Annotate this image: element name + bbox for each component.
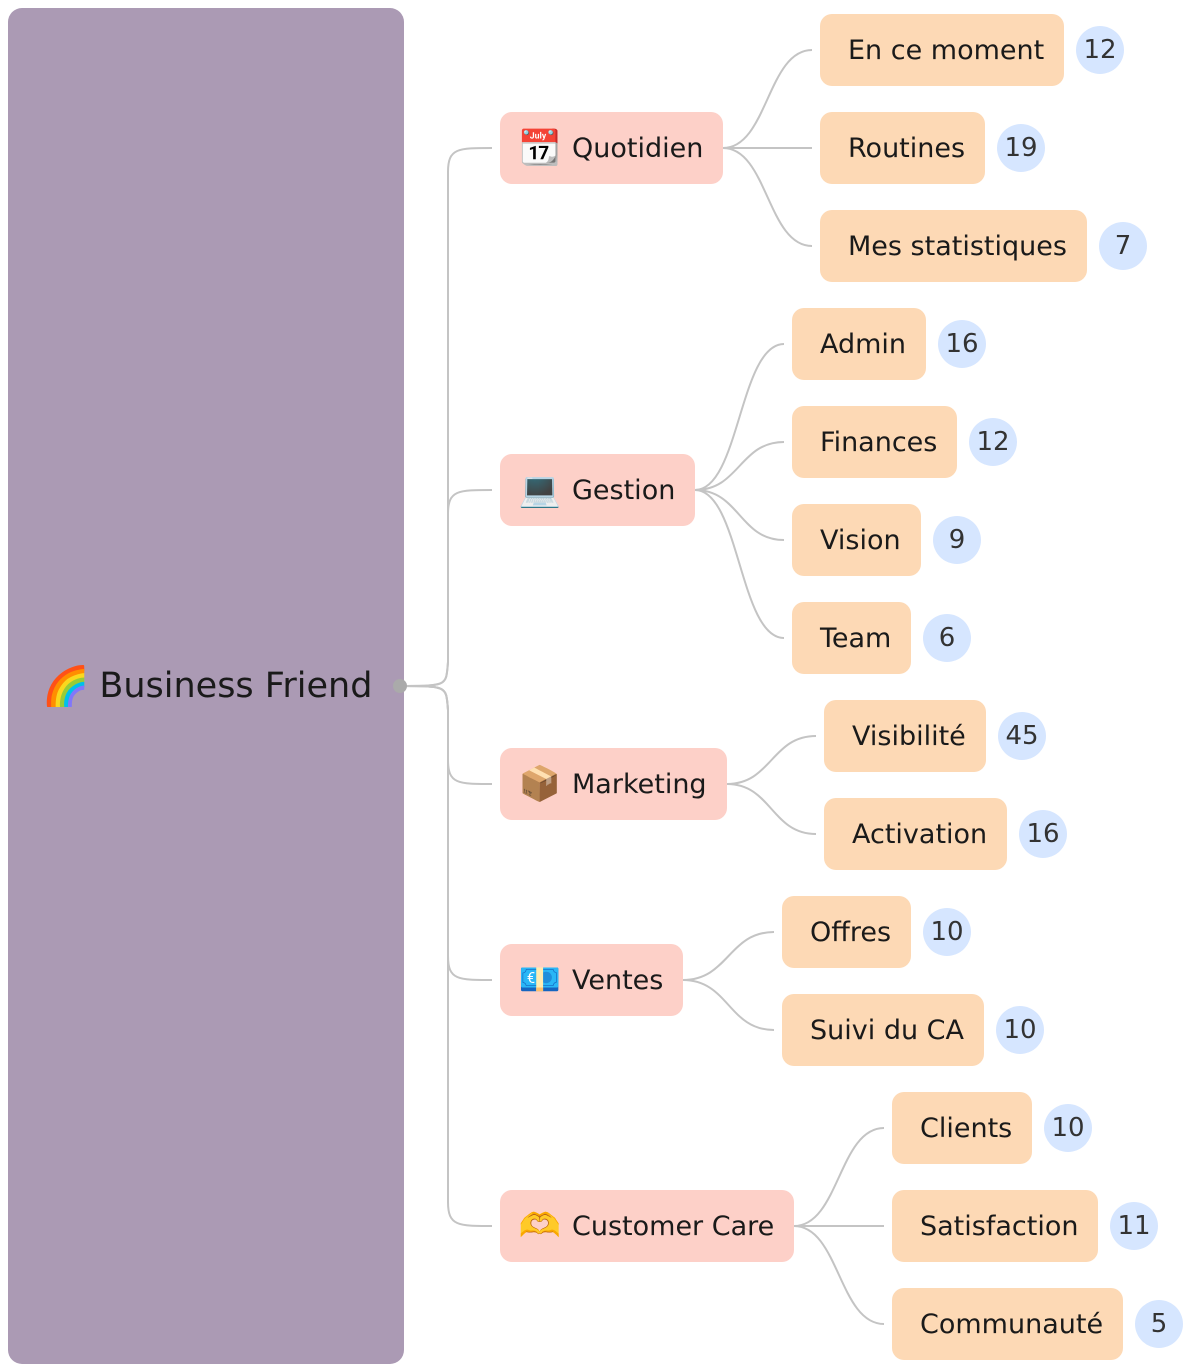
count-badge: 10 [996,1006,1044,1054]
leaf-node-activation[interactable]: Activation [824,798,1008,870]
laptop-icon: 💻 [518,470,562,510]
leaf-label: Team [820,622,892,654]
category-to-leaf-link [682,931,775,981]
leaf-node-team[interactable]: Team [792,602,912,674]
category-to-leaf-link [694,489,785,541]
count-badge: 12 [969,418,1017,466]
category-to-leaf-link [726,735,817,785]
count-badge: 16 [938,320,986,368]
leaf-node-suivi-du-ca[interactable]: Suivi du CA [782,994,984,1066]
category-label: Ventes [572,964,664,996]
leaf-label: Offres [810,916,892,948]
category-to-leaf-link [722,147,813,247]
category-to-leaf-link [694,343,785,491]
category-node-quotidien[interactable]: 📆 Quotidien [500,112,724,184]
root-to-category-link [399,685,493,981]
root-to-category-link [399,147,493,687]
count-badge: 19 [997,124,1045,172]
leaf-node-admin[interactable]: Admin [792,308,927,380]
count-badge: 6 [923,614,971,662]
root-to-category-link [399,685,493,785]
count-badge: 12 [1076,26,1124,74]
root-to-category-link [399,489,493,687]
leaf-node-routines[interactable]: Routines [820,112,986,184]
count-badge: 10 [1044,1104,1092,1152]
category-label: Marketing [572,768,707,800]
leaf-node-offres[interactable]: Offres [782,896,912,968]
euro-banknote-icon: 💶 [518,960,562,1000]
leaf-node-visibilite[interactable]: Visibilité [824,700,986,772]
leaf-label: Admin [820,328,907,360]
leaf-node-communaute[interactable]: Communauté [892,1288,1124,1360]
calendar-icon: 📆 [518,128,562,168]
heart-hands-icon: 🫶 [518,1206,562,1246]
leaf-label: Suivi du CA [810,1014,964,1046]
leaf-node-satisfaction[interactable]: Satisfaction [892,1190,1099,1262]
count-badge: 11 [1110,1202,1158,1250]
count-badge: 10 [923,908,971,956]
root-node-label: Business Friend [99,666,373,706]
leaf-label: Communauté [920,1308,1104,1340]
count-badge: 45 [998,712,1046,760]
category-label: Gestion [572,474,676,506]
count-badge: 16 [1019,810,1067,858]
count-badge: 5 [1135,1300,1183,1348]
category-node-customer-care[interactable]: 🫶 Customer Care [500,1190,795,1262]
category-node-marketing[interactable]: 📦 Marketing [500,748,727,820]
leaf-label: Finances [820,426,938,458]
package-icon: 📦 [518,764,562,804]
leaf-label: Mes statistiques [848,230,1067,262]
leaf-label: Visibilité [852,720,966,752]
root-panel [8,8,404,1364]
count-badge: 9 [933,516,981,564]
leaf-label: Routines [848,132,966,164]
leaf-label: Vision [820,524,901,556]
root-to-category-link [399,685,493,1227]
leaf-node-clients[interactable]: Clients [892,1092,1033,1164]
leaf-label: En ce moment [848,34,1045,66]
leaf-label: Activation [852,818,988,850]
leaf-label: Satisfaction [920,1210,1079,1242]
category-to-leaf-link [793,1127,885,1227]
leaf-node-vision[interactable]: Vision [792,504,921,576]
count-badge: 7 [1099,222,1147,270]
leaf-label: Clients [920,1112,1013,1144]
leaf-node-mes-statistiques[interactable]: Mes statistiques [820,210,1087,282]
category-node-gestion[interactable]: 💻 Gestion [500,454,696,526]
leaf-node-finances[interactable]: Finances [792,406,958,478]
category-to-leaf-link [682,979,775,1031]
category-label: Quotidien [572,132,704,164]
category-to-leaf-link [722,49,813,149]
rainbow-icon: 🌈 [42,664,90,708]
root-node[interactable]: 🌈 Business Friend [42,660,372,712]
category-to-leaf-link [694,441,785,491]
category-node-ventes[interactable]: 💶 Ventes [500,944,684,1016]
category-label: Customer Care [572,1210,775,1242]
leaf-node-en-ce-moment[interactable]: En ce moment [820,14,1065,86]
category-to-leaf-link [793,1225,885,1325]
category-to-leaf-link [726,783,817,835]
category-to-leaf-link [694,489,785,639]
root-connector-dot [393,679,407,693]
